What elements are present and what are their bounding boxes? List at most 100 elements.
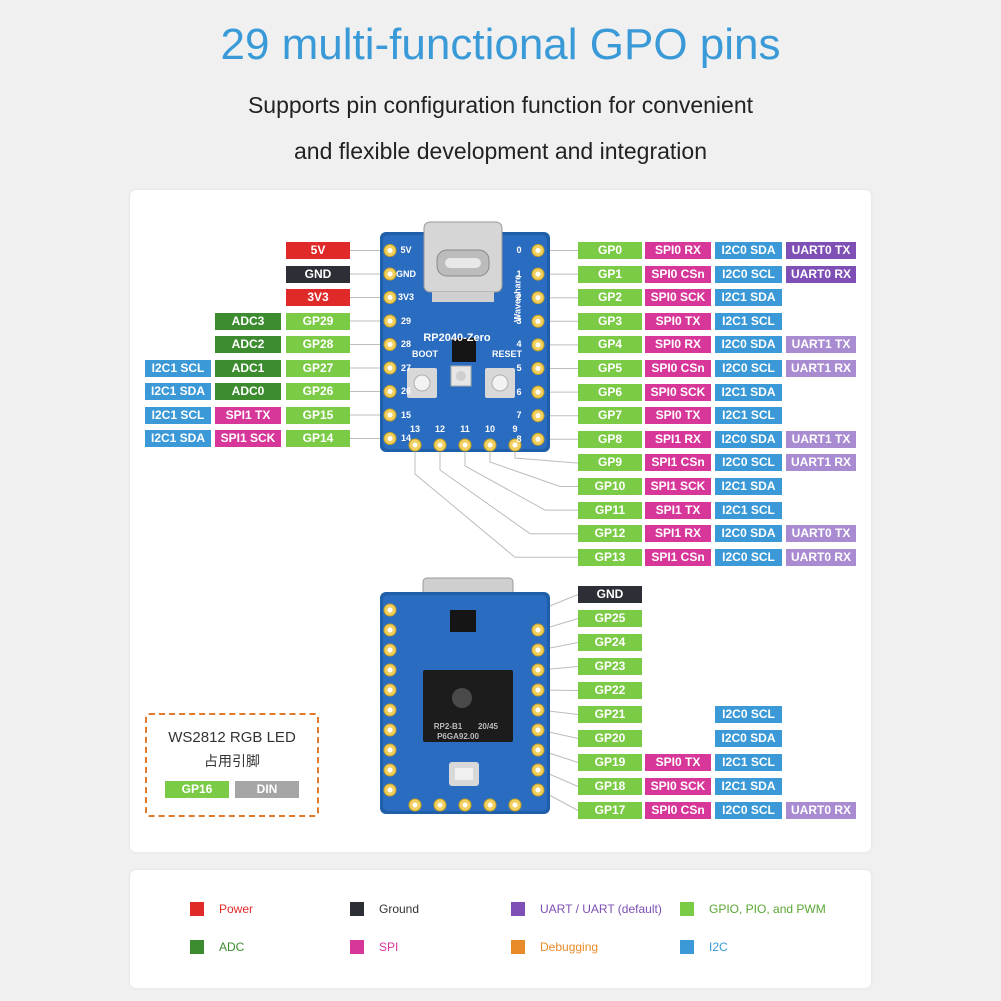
right-pin-tag: UART0 TX: [786, 525, 856, 543]
silk-left-label: GND: [396, 268, 416, 279]
right-pin-tag: SPI0 CSn: [645, 265, 711, 283]
silk-bottom-label: 12: [434, 424, 445, 434]
silk-right-label: 2: [516, 292, 522, 303]
connector-line: [539, 666, 579, 671]
connector-line: [539, 789, 579, 811]
right-pin-tag: UART1 RX: [786, 454, 856, 472]
right-pin-tag: I2C1 SCL: [715, 501, 782, 519]
legend-panel: [130, 870, 871, 988]
bottom-pin-tag: I2C0 SCL: [715, 706, 782, 723]
legend-swatch: [511, 940, 525, 954]
subtitle-line-2: and flexible development and integration: [293, 138, 707, 164]
silk-bottom-label: 10: [484, 424, 495, 434]
left-pin-tag: SPI1 SCK: [215, 430, 281, 447]
legend-swatch: [680, 902, 694, 916]
bottom-pin-tag: SPI0 SCK: [645, 778, 711, 795]
page-title: 29 multi-functional GPO pins: [220, 20, 781, 69]
right-pin-tag: GP0: [578, 242, 642, 259]
silk-left-label: 3V3: [397, 292, 414, 302]
right-pin-tag: UART0 RX: [786, 265, 856, 283]
right-pin-tag: SPI0 RX: [645, 242, 711, 259]
bottom-pin-tag: GP25: [578, 610, 642, 627]
connector-line: [464, 452, 578, 511]
left-pin-tag: ADC1: [215, 359, 281, 377]
left-pin-tag: ADC3: [215, 312, 281, 330]
left-pin-tag: 3V3: [286, 289, 350, 306]
right-pin-tag: I2C0 SCL: [715, 265, 782, 283]
chip-text-2: 20/45: [477, 722, 499, 731]
right-pin-tag: SPI0 TX: [645, 312, 711, 330]
right-pin-tag: UART1 TX: [786, 336, 856, 354]
right-pin-tag: SPI1 CSn: [645, 454, 711, 472]
right-pin-tag: SPI1 SCK: [645, 478, 711, 495]
right-pin-tag: I2C0 SDA: [715, 242, 782, 259]
connector-line: [539, 689, 579, 691]
right-pin-tag: SPI1 TX: [645, 501, 711, 519]
connector-line: [414, 452, 578, 558]
silk-bottom-label: 11: [460, 424, 470, 434]
left-pin-tag: I2C1 SDA: [145, 383, 211, 400]
silk-left-label: 26: [400, 386, 411, 396]
right-pin-tag: GP7: [578, 407, 642, 425]
bottom-pin-tag: GP17: [578, 802, 642, 819]
right-pin-tag: I2C0 SDA: [715, 430, 782, 448]
legend-swatch: [190, 902, 204, 916]
right-pin-tag: GP13: [578, 548, 642, 566]
connector-line: [539, 729, 579, 739]
bottom-pin-tag: SPI0 TX: [645, 754, 711, 771]
connector-line: [539, 594, 579, 611]
right-pin-tag: I2C0 SCL: [715, 454, 782, 472]
silk-left-label: 5V: [400, 245, 412, 255]
connector-line: [539, 769, 579, 787]
bottom-pin-tag: GP18: [578, 778, 642, 795]
bottom-pin-tag: I2C0 SCL: [715, 802, 782, 819]
silk-left-label: 28: [400, 339, 411, 349]
right-pin-tag: GP1: [578, 265, 642, 283]
left-pin-tag: 5V: [286, 242, 350, 259]
connector-line: [539, 709, 579, 715]
right-pin-tag: UART1 TX: [786, 430, 856, 448]
bottom-pin-tag: [645, 730, 711, 747]
silk-left-label: 14: [400, 433, 411, 443]
led-signal-tag: DIN: [235, 781, 299, 798]
right-pin-tag: GP5: [578, 360, 642, 377]
silk-right-label: 6: [516, 386, 522, 397]
right-pin-tag: GP4: [578, 336, 642, 354]
silk-right-label: 4: [516, 339, 522, 350]
silk-right-label: 8: [516, 433, 522, 444]
right-pin-tag: SPI0 SCK: [645, 383, 711, 401]
silk-right-label: 3: [516, 315, 522, 326]
bottom-pin-tag: GP21: [578, 706, 642, 723]
bottom-pin-tag: SPI0 CSn: [645, 802, 711, 819]
left-pin-tag: GP14: [286, 430, 350, 447]
silk-left-label: 15: [400, 409, 411, 420]
right-pin-tag: GP8: [578, 430, 642, 448]
bottom-pin-tag: I2C0 SDA: [715, 730, 782, 747]
right-pin-tag: I2C1 SDA: [715, 478, 782, 495]
legend-swatch: [350, 902, 364, 916]
right-pin-tag: GP12: [578, 525, 642, 543]
led-title: WS2812 RGB LED: [168, 729, 296, 746]
right-pin-tag: GP9: [578, 454, 642, 472]
silk-right-label: 5: [516, 363, 522, 373]
right-pin-tag: UART0 TX: [786, 242, 856, 259]
left-pin-tag: GP29: [286, 312, 350, 330]
bottom-pin-tag: GP20: [578, 730, 642, 747]
legend-label: GPIO, PIO, and PWM: [709, 902, 826, 916]
led-pin-tag: GP16: [165, 781, 229, 798]
ws2812-led-box: WS2812 RGB LED 占用引脚 GP16 DIN: [145, 713, 319, 817]
legend-label: ADC: [219, 940, 245, 954]
left-pin-tag: I2C1 SCL: [145, 359, 211, 377]
right-pin-tag: I2C1 SDA: [715, 383, 782, 401]
reset-label: RESET: [491, 349, 522, 359]
right-pin-tag: GP2: [578, 289, 642, 307]
right-pin-tag: I2C1 SCL: [715, 407, 782, 425]
left-pin-tag: I2C1 SDA: [145, 430, 211, 447]
right-pin-tag: GP11: [578, 501, 642, 519]
bottom-pin-tag: GP19: [578, 754, 642, 771]
legend-label: Ground: [379, 902, 420, 916]
connector-line: [514, 452, 578, 464]
right-pin-tag: GP3: [578, 312, 642, 330]
legend-label: UART / UART (default): [540, 902, 662, 916]
right-pin-tag: I2C1 SCL: [715, 312, 782, 330]
